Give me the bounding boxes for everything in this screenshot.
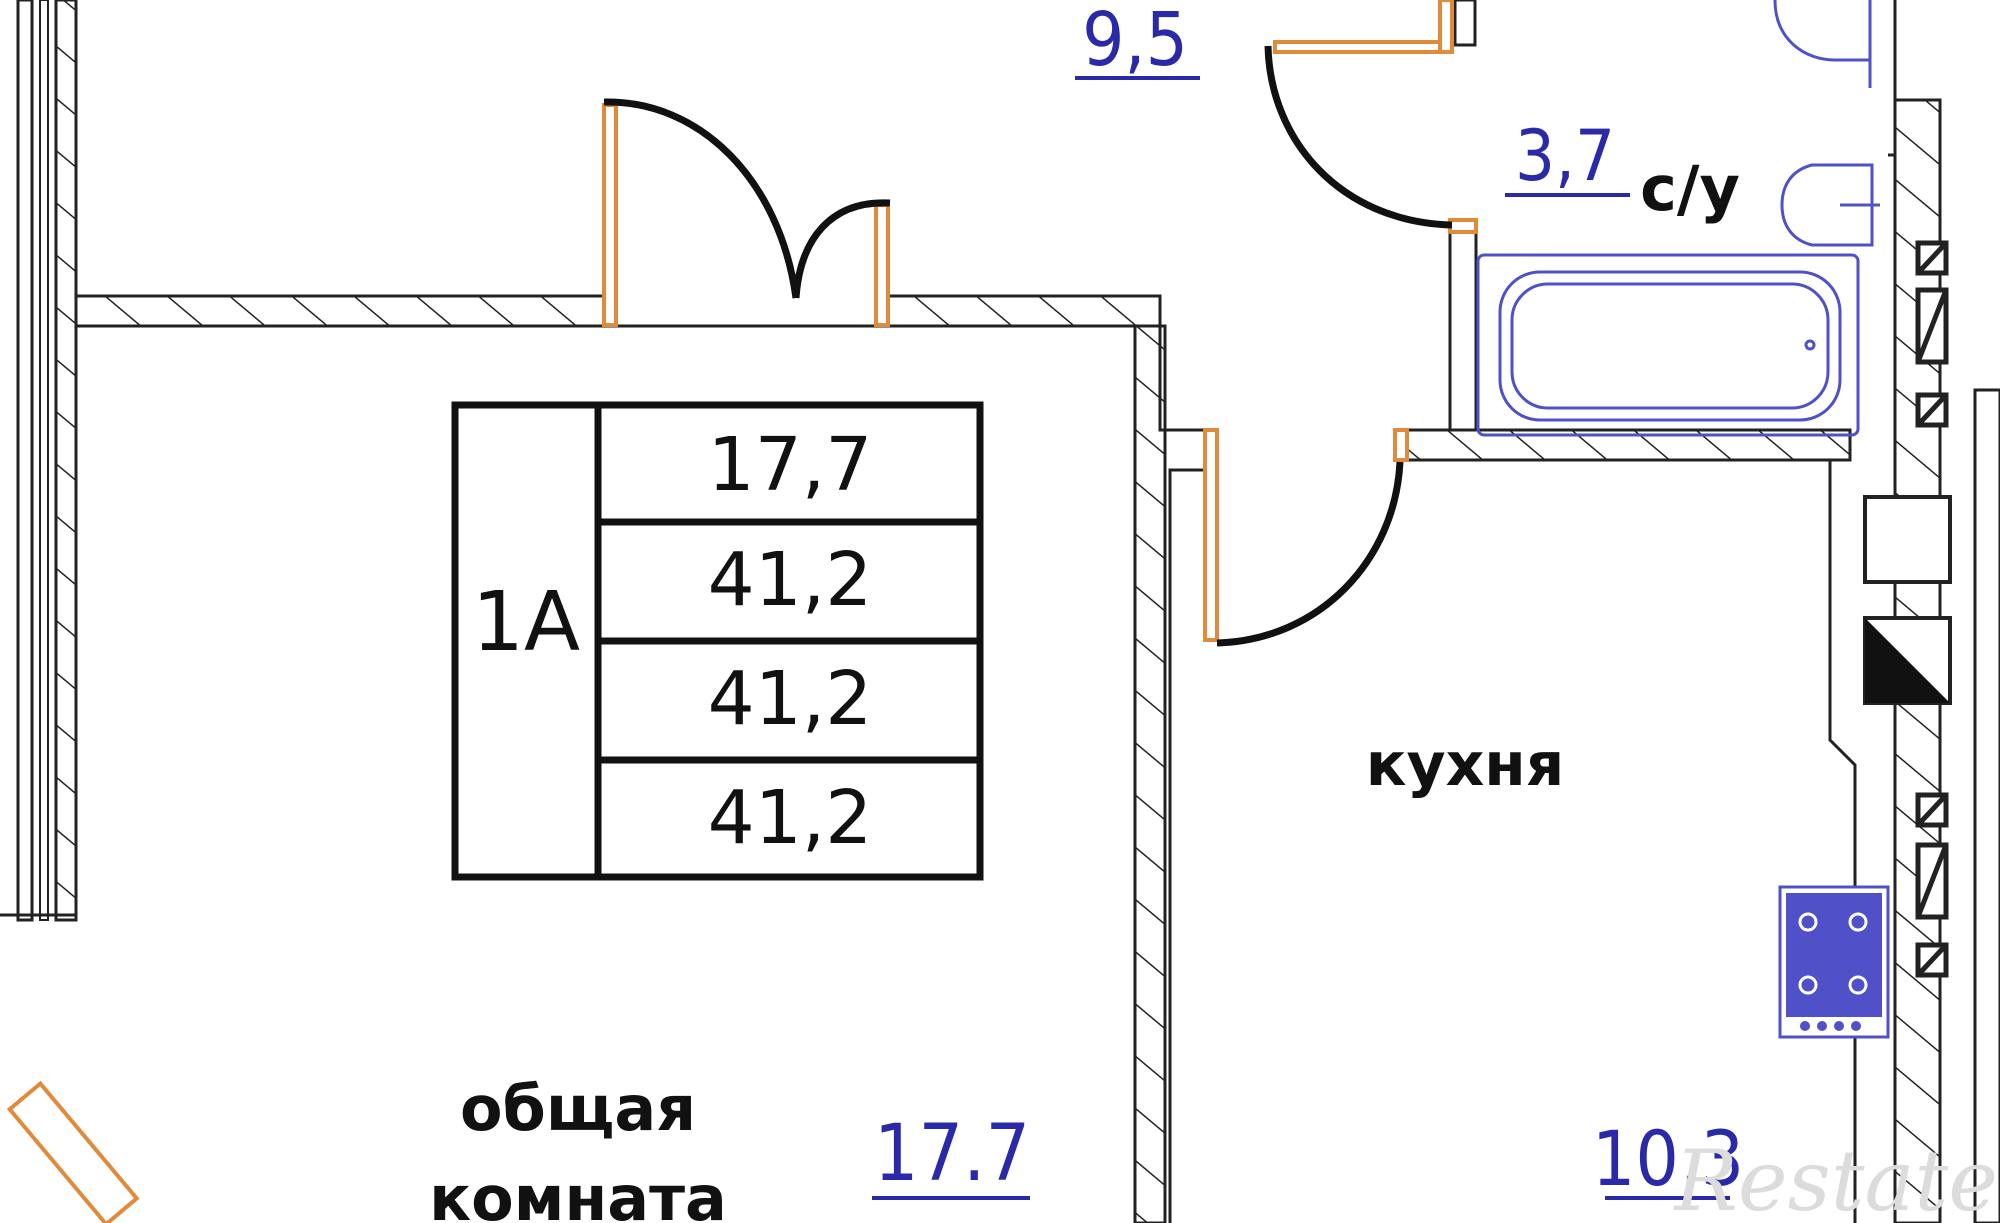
bathroom-label: с/у bbox=[1640, 152, 1740, 225]
stove-icon bbox=[1778, 885, 1890, 1039]
table-value-3: 41,2 bbox=[708, 656, 873, 742]
svg-text:3,7: 3,7 bbox=[1515, 115, 1615, 197]
kitchen-niches bbox=[1863, 495, 1952, 705]
apartment-type-label: 1A bbox=[472, 575, 580, 670]
bathroom-area-label: 3,7 bbox=[1505, 115, 1630, 197]
svg-text:17.7: 17.7 bbox=[874, 1109, 1030, 1199]
table-value-1: 17,7 bbox=[708, 422, 873, 508]
kitchen-area-label: 10,3 bbox=[1592, 1114, 1744, 1203]
watermark: Restate bbox=[1673, 1132, 1998, 1223]
apartment-table: 1A 17,7 41,2 41,2 41,2 bbox=[451, 401, 984, 881]
left-exterior-wall bbox=[0, 0, 78, 922]
door-swings bbox=[603, 45, 1453, 647]
living-kitchen-partition bbox=[1133, 296, 1207, 1223]
right-exterior-wall bbox=[1828, 0, 2000, 1223]
living-room-area-label: 17.7 bbox=[872, 1109, 1030, 1200]
bathroom-fixtures bbox=[1476, 0, 1880, 437]
living-room-label-line1: общая bbox=[460, 1072, 696, 1145]
kitchen-label: кухня bbox=[1366, 730, 1565, 800]
svg-text:10,3: 10,3 bbox=[1592, 1114, 1744, 1203]
table-value-2: 41,2 bbox=[708, 537, 873, 623]
svg-text:9,5: 9,5 bbox=[1082, 0, 1188, 83]
vent-shafts bbox=[1915, 240, 1949, 978]
hall-bathroom-partition bbox=[1398, 0, 1852, 462]
living-room-label-line2: комната bbox=[429, 1162, 727, 1223]
table-value-4: 41,2 bbox=[708, 775, 873, 861]
hall-area-label: 9,5 bbox=[1075, 0, 1200, 83]
